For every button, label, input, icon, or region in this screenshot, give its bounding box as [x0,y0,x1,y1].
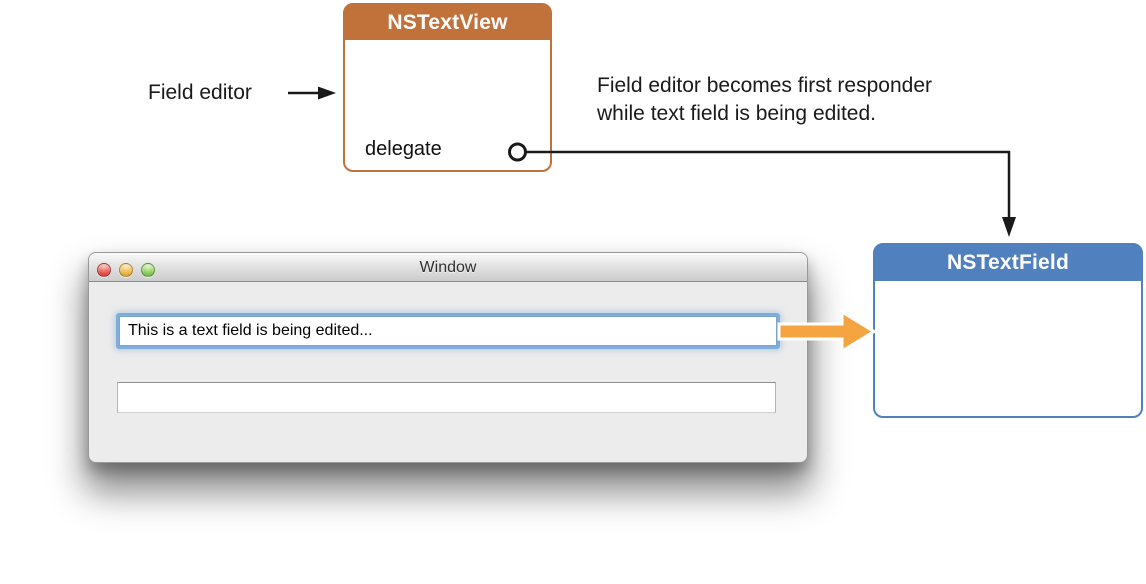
window-title: Window [419,259,477,276]
empty-text-field[interactable] [117,382,776,413]
delegate-connector-line [508,142,1016,237]
nstextfield-header: NSTextField [875,245,1141,283]
nstextfield-box: NSTextField [873,243,1143,418]
nstextview-header: NSTextView [345,5,550,42]
edited-text-field[interactable] [119,316,777,346]
field-editor-label: Field editor [148,81,252,104]
minimize-button-icon[interactable] [119,263,133,277]
mac-window: Window [88,252,808,463]
annotation-text: Field editor becomes first responder whi… [597,72,932,128]
field-editor-arrow [288,86,336,100]
window-titlebar[interactable]: Window [89,253,807,282]
nstextfield-title: NSTextField [947,251,1069,274]
close-button-icon[interactable] [97,263,111,277]
window-body [89,282,807,463]
nstextview-title: NSTextView [387,10,508,34]
annotation-line2: while text field is being edited. [597,102,876,125]
down-arrowhead-icon [1002,217,1016,237]
zoom-button-icon[interactable] [141,263,155,277]
nstextview-box: NSTextView delegate [343,3,552,172]
delegate-outlet-label: delegate [365,138,442,160]
annotation-line1: Field editor becomes first responder [597,74,932,97]
